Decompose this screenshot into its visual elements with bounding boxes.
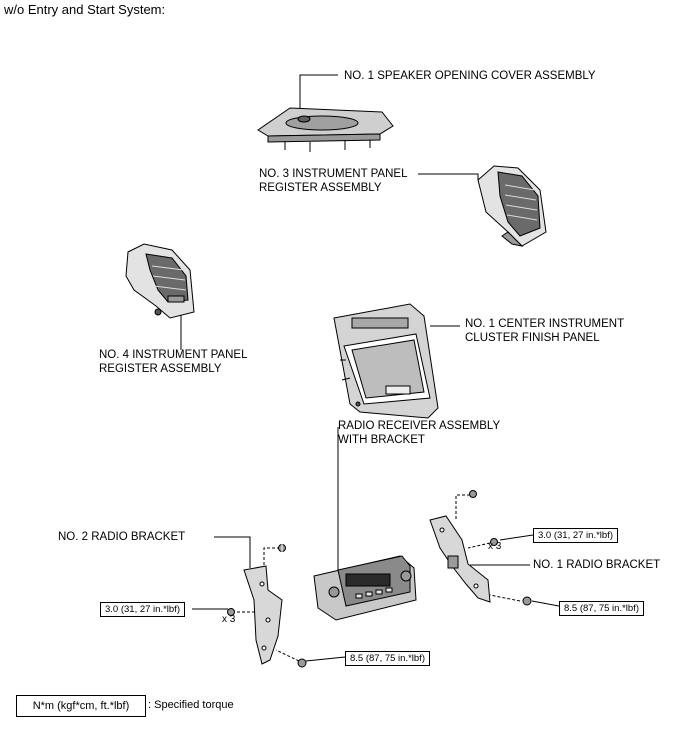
torque-bottom-center: 8.5 (87, 75 in.*lbf) bbox=[345, 651, 430, 666]
cluster-panel-drawing bbox=[333, 303, 439, 419]
leader-speaker-cover bbox=[299, 74, 338, 108]
multiplier-right: x 3 bbox=[488, 541, 502, 552]
register3-drawing bbox=[477, 165, 547, 247]
screw-icon bbox=[227, 608, 235, 616]
label-register3-line1: NO. 3 INSTRUMENT PANEL bbox=[259, 168, 408, 180]
screw-icon bbox=[278, 544, 286, 552]
legend-unit-box: N*m (kgf*cm, ft.*lbf) bbox=[16, 695, 146, 717]
section-header: w/o Entry and Start System: bbox=[4, 2, 166, 17]
leader-torque-right-top bbox=[499, 534, 534, 541]
leader-register3 bbox=[418, 173, 479, 180]
leader-torque-bottom bbox=[305, 656, 346, 662]
label-register4-line1: NO. 4 INSTRUMENT PANEL bbox=[99, 349, 248, 361]
label-register4-line2: REGISTER ASSEMBLY bbox=[99, 363, 222, 375]
bolt-icon bbox=[297, 658, 307, 668]
label-cluster-line2: CLUSTER FINISH PANEL bbox=[465, 332, 600, 344]
bolt-icon bbox=[522, 596, 532, 606]
label-cluster-line1: NO. 1 CENTER INSTRUMENT bbox=[465, 318, 625, 330]
leader-bracket2 bbox=[214, 536, 251, 568]
label-radio-line1: RADIO RECEIVER ASSEMBLY bbox=[338, 420, 501, 432]
screw-icon bbox=[469, 490, 477, 498]
label-radio-line2: WITH BRACKET bbox=[338, 434, 425, 446]
speaker-cover-drawing bbox=[257, 107, 394, 152]
bracket2-drawing bbox=[243, 565, 283, 665]
torque-right-bracket-bottom: 8.5 (87, 75 in.*lbf) bbox=[559, 601, 644, 616]
label-speaker-cover: NO. 1 SPEAKER OPENING COVER ASSEMBLY bbox=[344, 70, 596, 82]
multiplier-left: x 3 bbox=[222, 614, 236, 625]
legend-text: : Specified torque bbox=[148, 699, 234, 711]
label-register3-line2: REGISTER ASSEMBLY bbox=[259, 182, 382, 194]
register4-drawing bbox=[125, 243, 195, 319]
screw-icon bbox=[490, 538, 498, 546]
bracket1-drawing bbox=[429, 515, 491, 603]
label-bracket1: NO. 1 RADIO BRACKET bbox=[533, 559, 661, 571]
radio-receiver-drawing bbox=[313, 555, 417, 621]
torque-right-bracket-top: 3.0 (31, 27 in.*lbf) bbox=[533, 528, 618, 543]
leader-torque-right-bottom bbox=[531, 600, 560, 607]
torque-left-bracket: 3.0 (31, 27 in.*lbf) bbox=[100, 602, 185, 617]
label-bracket2: NO. 2 RADIO BRACKET bbox=[58, 531, 186, 543]
